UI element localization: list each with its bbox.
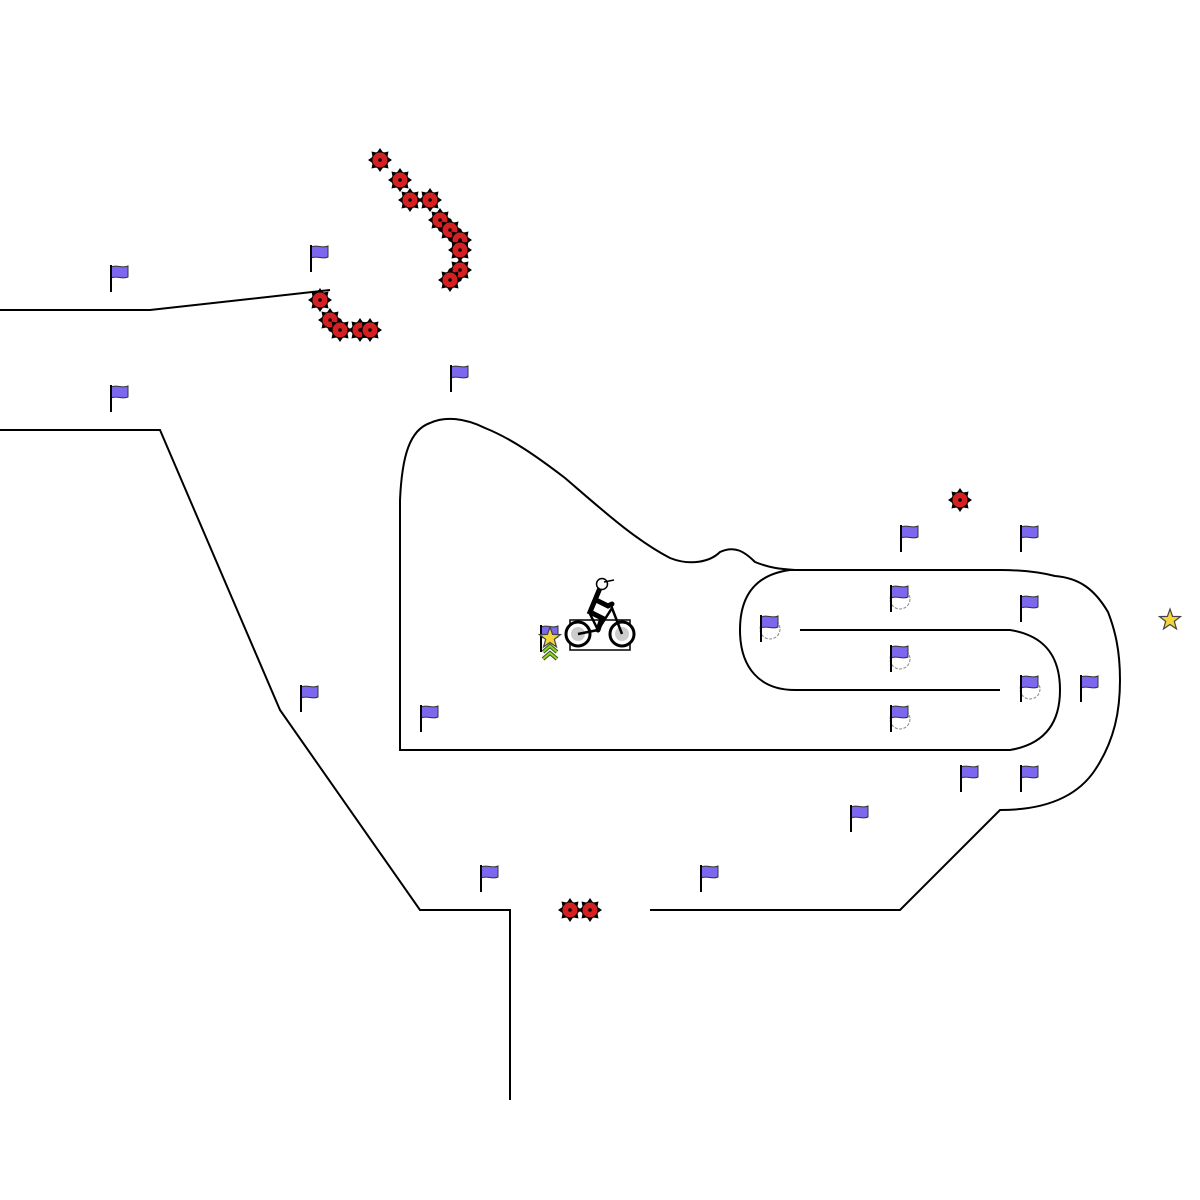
checkpoint-flag-icon xyxy=(1020,765,1039,792)
checkpoint-flag-icon xyxy=(960,765,979,792)
checkpoint-flag-icon xyxy=(110,385,129,412)
checkpoint-flag-icon xyxy=(310,245,329,272)
checkpoint-flags xyxy=(110,245,1099,892)
checkpoint-flag-icon xyxy=(1019,675,1041,702)
checkpoint-flag-icon xyxy=(480,865,499,892)
checkpoint-flag-icon xyxy=(889,585,911,612)
bomb-icon xyxy=(388,168,412,192)
checkpoint-flag-icon xyxy=(110,265,129,292)
checkpoint-flag-icon xyxy=(700,865,719,892)
track-line xyxy=(0,289,331,311)
bomb-icon xyxy=(438,268,462,292)
helmet-visor xyxy=(603,579,615,583)
bomb-icon xyxy=(328,318,352,342)
track-line xyxy=(0,429,511,1100)
checkpoint-flag-icon xyxy=(1080,675,1099,702)
checkpoint-flag-icon xyxy=(889,705,911,732)
bomb-icon xyxy=(448,238,472,262)
checkpoint-flag-icon xyxy=(1020,525,1039,552)
bomb-icon xyxy=(358,318,382,342)
bombs xyxy=(308,148,972,922)
bomb-icon xyxy=(368,148,392,172)
bomb-icon xyxy=(948,488,972,512)
checkpoint-flag-icon xyxy=(1020,595,1039,622)
bomb-icon xyxy=(398,188,422,212)
checkpoint-flag-icon xyxy=(420,705,439,732)
checkpoint-flag-icon xyxy=(300,685,319,712)
rider-helmet xyxy=(595,577,609,591)
rider-body xyxy=(586,585,615,633)
checkpoint-flag-icon xyxy=(850,805,869,832)
track-line xyxy=(650,569,1122,911)
rider-bike[interactable] xyxy=(564,577,636,651)
checkpoint-flag-icon xyxy=(450,365,469,392)
track-line xyxy=(399,417,1062,751)
bomb-icon xyxy=(418,188,442,212)
bomb-icon xyxy=(578,898,602,922)
track-line xyxy=(738,569,1000,691)
goal-stars xyxy=(537,607,1183,649)
checkpoint-flag-icon xyxy=(900,525,919,552)
checkpoint-flag-icon xyxy=(889,645,911,672)
checkpoint-flag-icon xyxy=(759,615,781,642)
goal-star-icon xyxy=(1157,607,1183,631)
goal-star-icon xyxy=(537,625,563,649)
bomb-icon xyxy=(308,288,332,312)
boost-icon xyxy=(541,643,559,661)
track-lines xyxy=(0,289,1122,1100)
bomb-icon xyxy=(318,308,342,332)
